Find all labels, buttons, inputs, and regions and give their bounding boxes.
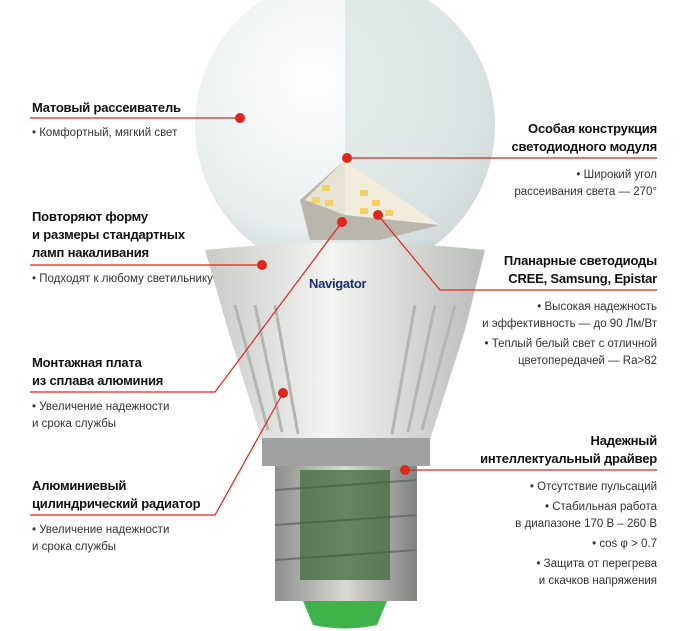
callout-driver: Надежный интеллектуальный драйвер • Отсу… xyxy=(480,432,657,589)
navigator-logo: Navigator xyxy=(309,276,367,291)
callout-bullet: и срока службы xyxy=(32,418,117,430)
callout-mounting-board: Монтажная плата из сплава алюминия • Уве… xyxy=(32,354,169,432)
callout-bullet: • Высокая надежность xyxy=(537,301,657,313)
screw-base xyxy=(262,438,430,629)
callout-bullet: • Отсутствие пульсаций xyxy=(529,481,657,493)
glass-globe xyxy=(195,0,495,275)
callout-bullet: • Подходят к любому светильнику xyxy=(32,273,213,285)
led-module xyxy=(300,160,440,240)
callout-bullet: цветопередачей — Ra>82 xyxy=(517,355,657,367)
callout-bullet: • Широкий угол xyxy=(576,169,657,181)
callout-bullet: и срока службы xyxy=(32,541,117,553)
callout-title: Надежный xyxy=(590,433,658,448)
callout-dots xyxy=(235,113,410,475)
callout-bullet: • Увеличение надежности xyxy=(32,524,170,536)
callout-title: ламп накаливания xyxy=(32,245,149,260)
callout-bullet: • Комфортный, мягкий свет xyxy=(32,127,178,139)
callout-bullet: • cos φ > 0.7 xyxy=(592,538,657,550)
callout-bullet: в диапазоне 170 В – 260 В xyxy=(515,518,657,530)
callout-lines xyxy=(30,117,657,516)
aluminium-radiator xyxy=(205,242,485,440)
callout-title: и размеры стандартных xyxy=(32,227,185,242)
callout-bullet: рассеивания света — 270° xyxy=(514,186,657,198)
callout-matte-diffuser: Матовый рассеиватель • Комфортный, мягки… xyxy=(32,99,181,141)
green-tip xyxy=(303,601,387,629)
callout-title: интеллектуальный драйвер xyxy=(480,451,657,466)
callout-title: Повторяют форму xyxy=(32,209,148,224)
callout-title: светодиодного модуля xyxy=(511,139,658,154)
callout-bullet: • Стабильная работа xyxy=(545,501,657,513)
callout-planar-leds: Планарные светодиоды CREE, Samsung, Epis… xyxy=(482,252,657,369)
callout-title: Особая конструкция xyxy=(528,121,657,136)
callout-title: Алюминиевый xyxy=(32,478,127,493)
callout-bullet: и скачков напряжения xyxy=(538,575,657,587)
callout-radiator: Алюминиевый цилиндрический радиатор • Ув… xyxy=(32,477,201,555)
callout-standard-shape: Повторяют форму и размеры стандартных ла… xyxy=(32,208,213,287)
callout-bullet: • Увеличение надежности xyxy=(32,401,170,413)
callout-bullet: • Теплый белый свет с отличной xyxy=(484,338,658,350)
callout-title: Монтажная плата xyxy=(32,355,142,370)
callout-bullet: • Защита от перегрева xyxy=(536,558,657,570)
callout-bullet: и эффективность — до 90 Лм/Вт xyxy=(482,318,657,330)
callout-led-module: Особая конструкция светодиодного модуля … xyxy=(511,120,658,200)
driver-board xyxy=(300,470,390,580)
callout-title: Планарные светодиоды xyxy=(503,253,657,268)
callout-title: CREE, Samsung, Epistar xyxy=(508,271,657,286)
callout-title: Матовый рассеиватель xyxy=(32,100,181,115)
callout-title: из сплава алюминия xyxy=(32,373,164,388)
callout-title: цилиндрический радиатор xyxy=(32,496,201,511)
